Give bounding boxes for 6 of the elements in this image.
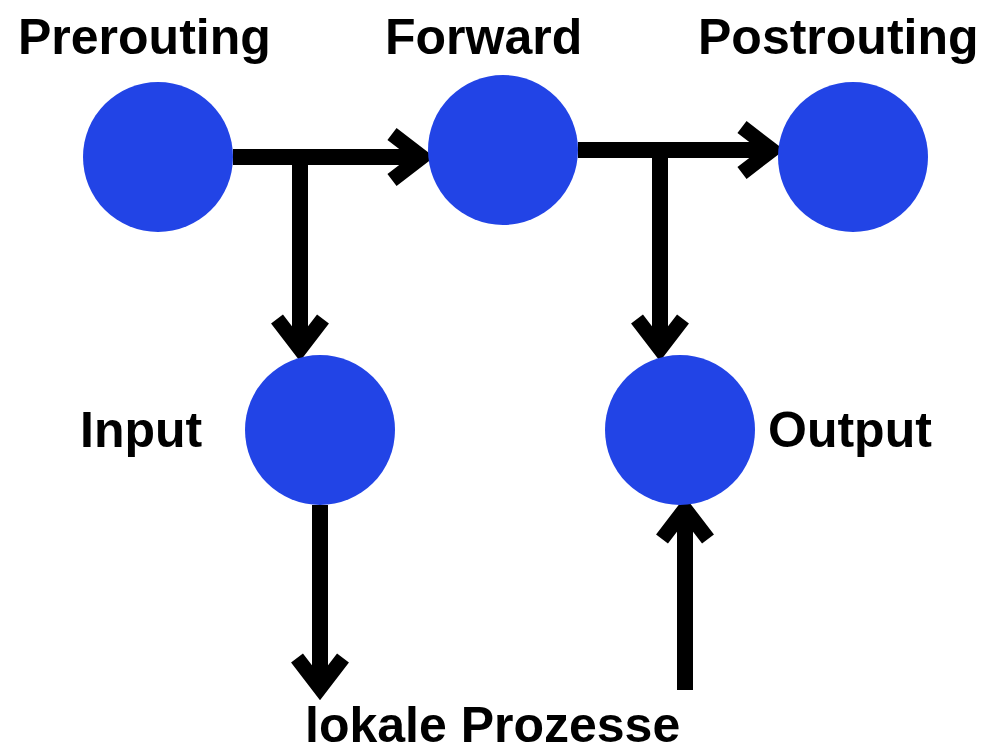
node-label: Output bbox=[768, 405, 932, 455]
node-label: Postrouting bbox=[698, 12, 979, 62]
node-label: Prerouting bbox=[18, 12, 271, 62]
node-label: Input bbox=[80, 405, 203, 455]
node-label: lokale Prozesse bbox=[305, 700, 681, 750]
node-label: Forward bbox=[385, 12, 583, 62]
